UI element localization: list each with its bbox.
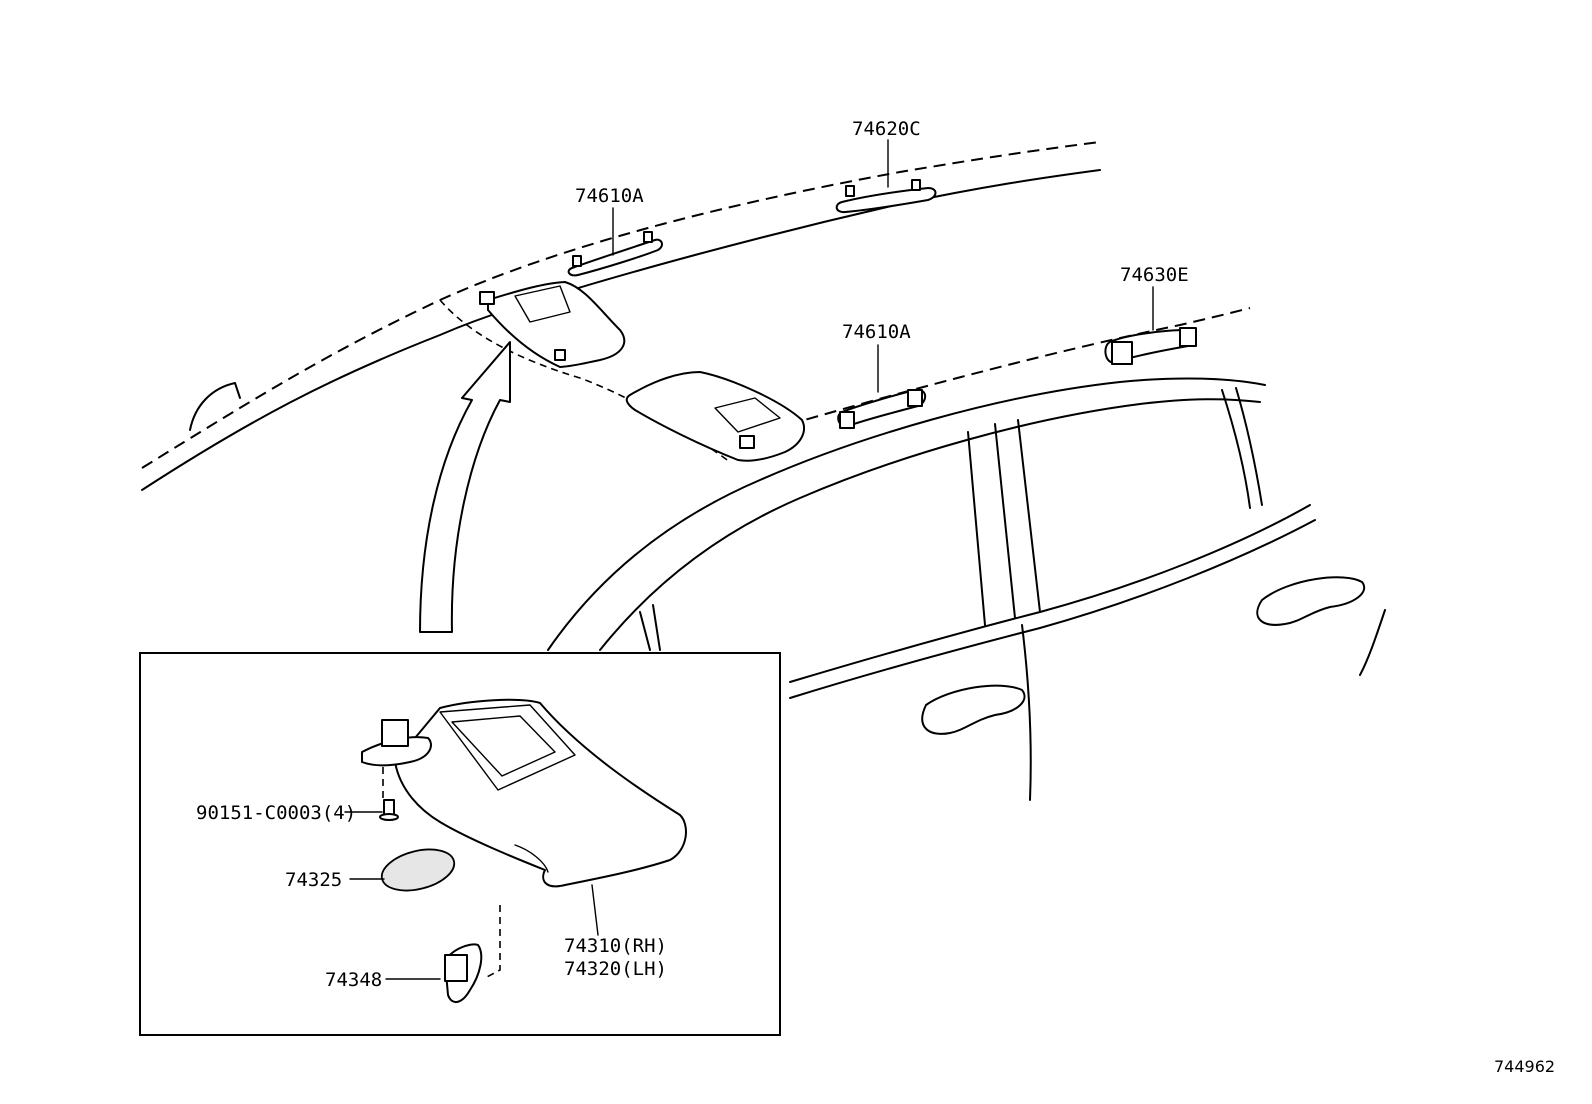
c-pillar-right bbox=[1235, 387, 1263, 506]
label-74325: 74325 bbox=[285, 869, 342, 891]
vanity-mirror bbox=[714, 397, 781, 433]
label-74630e: 74630E bbox=[1120, 264, 1189, 286]
sun-visor-detail bbox=[361, 698, 687, 1003]
sun-visor-right-installed bbox=[625, 371, 805, 462]
b-pillar-mid bbox=[994, 423, 1016, 619]
grip-clip-right bbox=[911, 179, 921, 191]
door-frame-top-inner bbox=[599, 398, 1261, 651]
roof-rail-right bbox=[769, 307, 1251, 431]
grip-clip-left bbox=[845, 185, 855, 197]
vanity-mirror bbox=[514, 285, 571, 323]
door-seam bbox=[1021, 624, 1032, 801]
visor-hinge bbox=[739, 435, 755, 449]
visor-hinge bbox=[479, 291, 495, 305]
mirror-bump bbox=[189, 382, 241, 431]
visor-clip bbox=[554, 349, 566, 361]
screw-90151 bbox=[379, 799, 399, 821]
label-74320-lh: 74320(LH) bbox=[564, 958, 667, 980]
roof-edge-upper bbox=[141, 141, 1101, 469]
assist-grip-74610a-top bbox=[567, 231, 663, 277]
label-74620c: 74620C bbox=[852, 118, 921, 140]
c-pillar-left bbox=[1221, 389, 1251, 509]
rear-door-handle bbox=[1256, 576, 1365, 626]
grip-clip-left bbox=[572, 255, 582, 267]
label-74348: 74348 bbox=[325, 969, 382, 991]
grip-clip-left bbox=[1111, 341, 1133, 365]
dash-holder-to-visor bbox=[484, 905, 501, 979]
label-74310-rh: 74310(RH) bbox=[564, 935, 667, 957]
grip-clip-right bbox=[1179, 327, 1197, 347]
leader-visor bbox=[591, 884, 599, 936]
label-screw: 90151-C0003(4) bbox=[196, 802, 356, 824]
car-body-outline bbox=[141, 141, 1386, 801]
grip-clip-right bbox=[907, 389, 923, 407]
vanity-mirror bbox=[439, 704, 576, 791]
roof-line-mid bbox=[519, 169, 1101, 307]
visor-shaft bbox=[514, 844, 549, 873]
visor-bracket-clip bbox=[381, 719, 409, 747]
belt-line-lower bbox=[789, 519, 1316, 699]
assist-grip-74630e bbox=[1104, 327, 1197, 365]
b-pillar-left bbox=[967, 431, 986, 626]
sun-visor-left-installed bbox=[479, 281, 626, 368]
visor-holder-74348 bbox=[444, 943, 483, 1003]
b-pillar-right bbox=[1017, 419, 1041, 613]
callout-arrow bbox=[419, 341, 511, 633]
belt-line-upper bbox=[789, 504, 1311, 683]
vanity-mirror-inner bbox=[451, 715, 556, 777]
door-frame-top-outer bbox=[547, 377, 1266, 651]
sun-visor-body bbox=[394, 698, 687, 888]
a-pillar-bottom-2 bbox=[652, 604, 661, 651]
reference-number: 744962 bbox=[1494, 1057, 1555, 1076]
assist-grip-74610a-right bbox=[837, 388, 927, 429]
roof-edge-left bbox=[141, 305, 521, 491]
front-door-handle bbox=[921, 684, 1026, 735]
grip-clip-left bbox=[839, 411, 855, 429]
label-74610a-right: 74610A bbox=[842, 321, 911, 343]
assist-grip-74620c bbox=[835, 179, 937, 214]
rear-edge bbox=[1359, 609, 1386, 676]
a-pillar-bottom-1 bbox=[639, 611, 651, 651]
grip-clip-right bbox=[643, 231, 653, 243]
label-74610a-top: 74610A bbox=[575, 185, 644, 207]
